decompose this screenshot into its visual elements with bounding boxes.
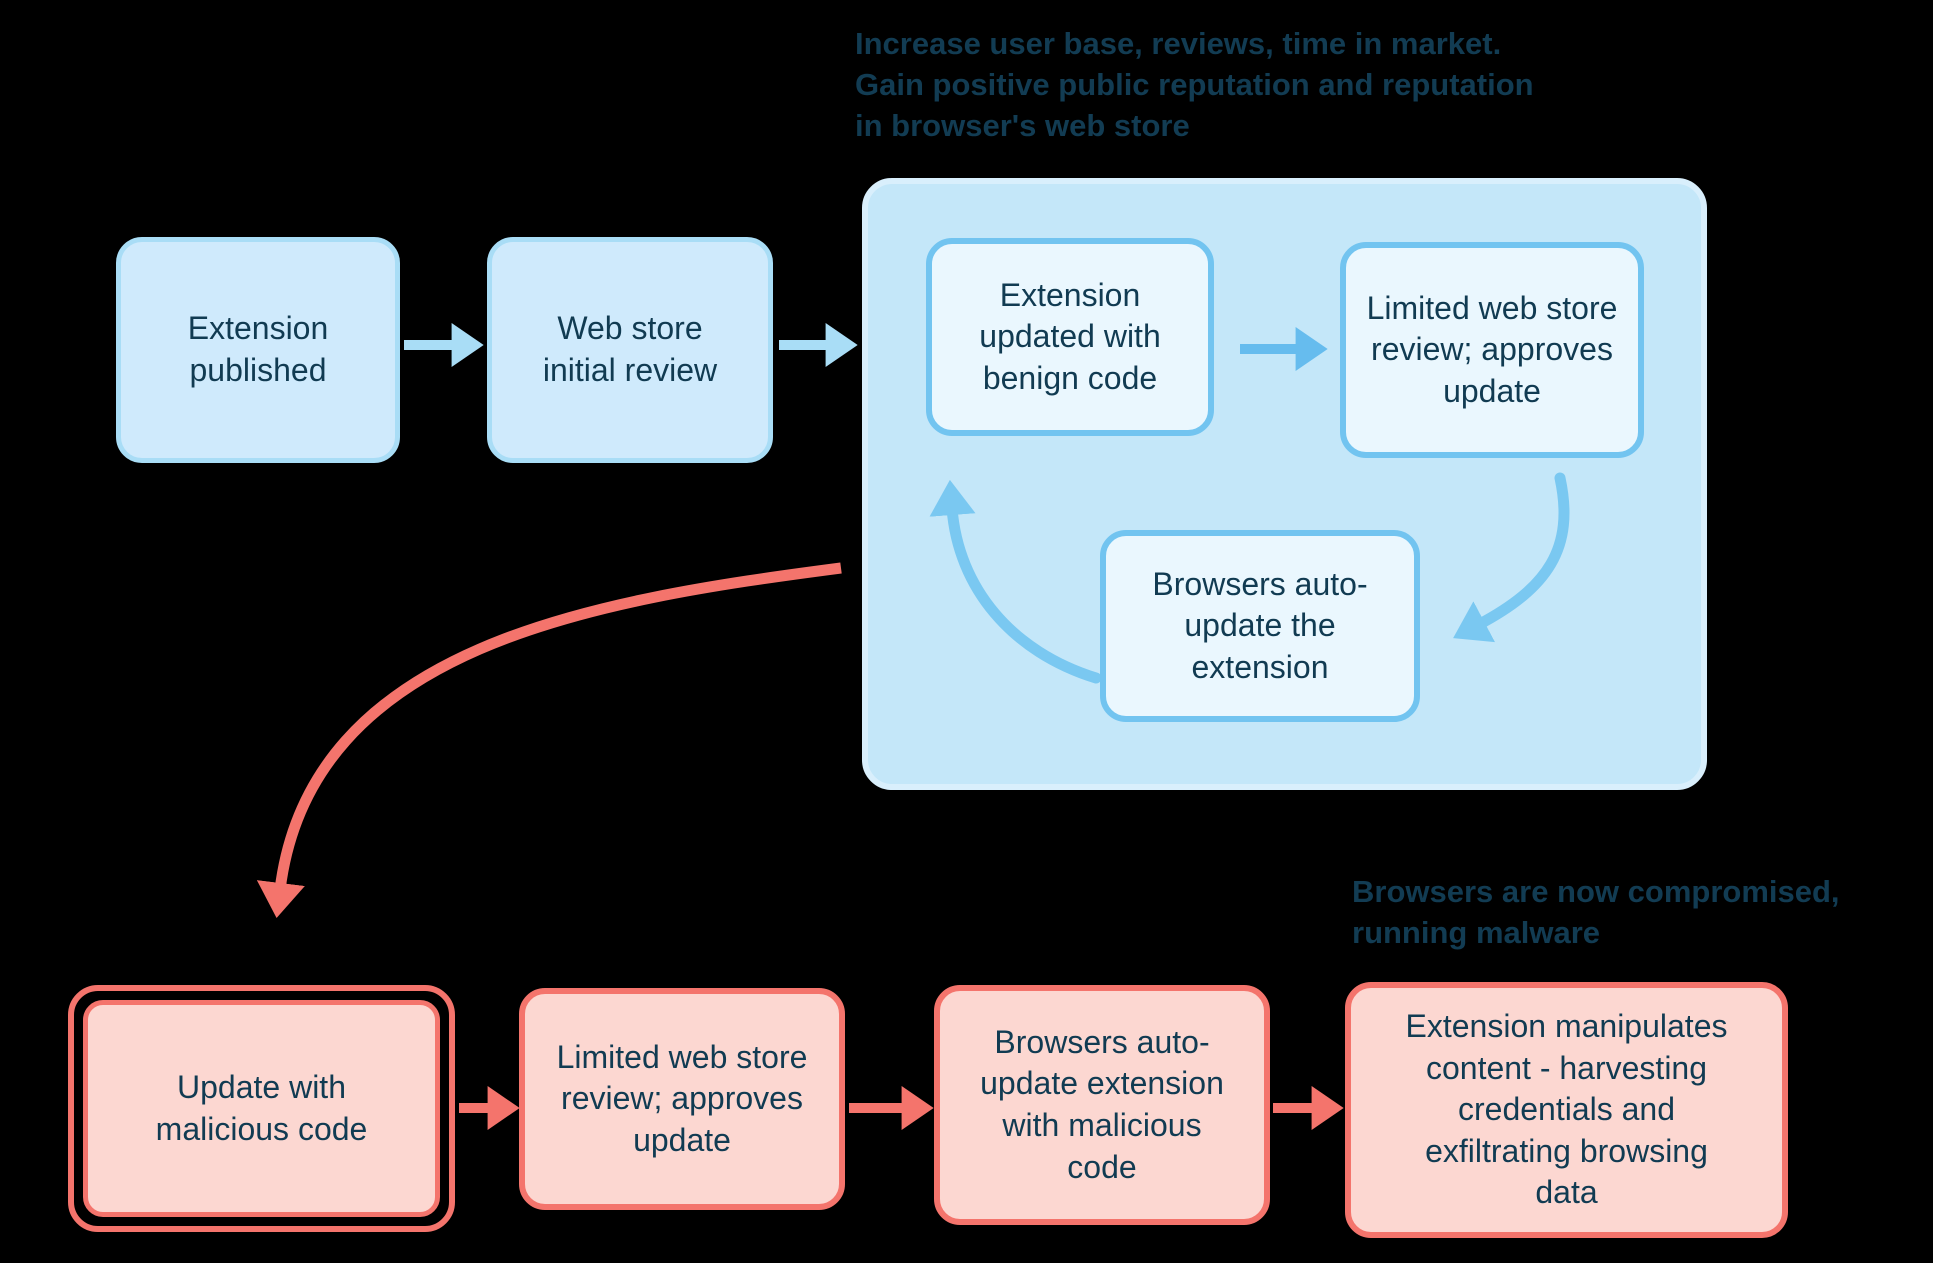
benign-loop-annotation: Increase user base, reviews, time in mar… (855, 26, 1534, 143)
box-extension-published: Extension published (116, 237, 400, 463)
box-limited-review-approves-malicious: Limited web store review; approves updat… (519, 988, 845, 1210)
box-limited-review-approves: Limited web store review; approves updat… (1340, 242, 1644, 458)
box-update-with-malicious-code-inner: Update with malicious code (83, 1000, 440, 1217)
curved-arrow-loop-to-malicious (256, 562, 842, 918)
compromised-annotation: Browsers are now compromised, running ma… (1352, 874, 1840, 950)
box-extension-manipulates: Extension manipulates content - harvesti… (1345, 982, 1788, 1238)
box-web-store-initial-review: Web store initial review (487, 237, 773, 463)
box-extension-updated-benign: Extension updated with benign code (926, 238, 1214, 436)
box-update-with-malicious-code: Update with malicious code (68, 985, 455, 1232)
box-browsers-auto-update: Browsers auto- update the extension (1100, 530, 1420, 722)
box-auto-update-malicious: Browsers auto- update extension with mal… (934, 985, 1270, 1225)
